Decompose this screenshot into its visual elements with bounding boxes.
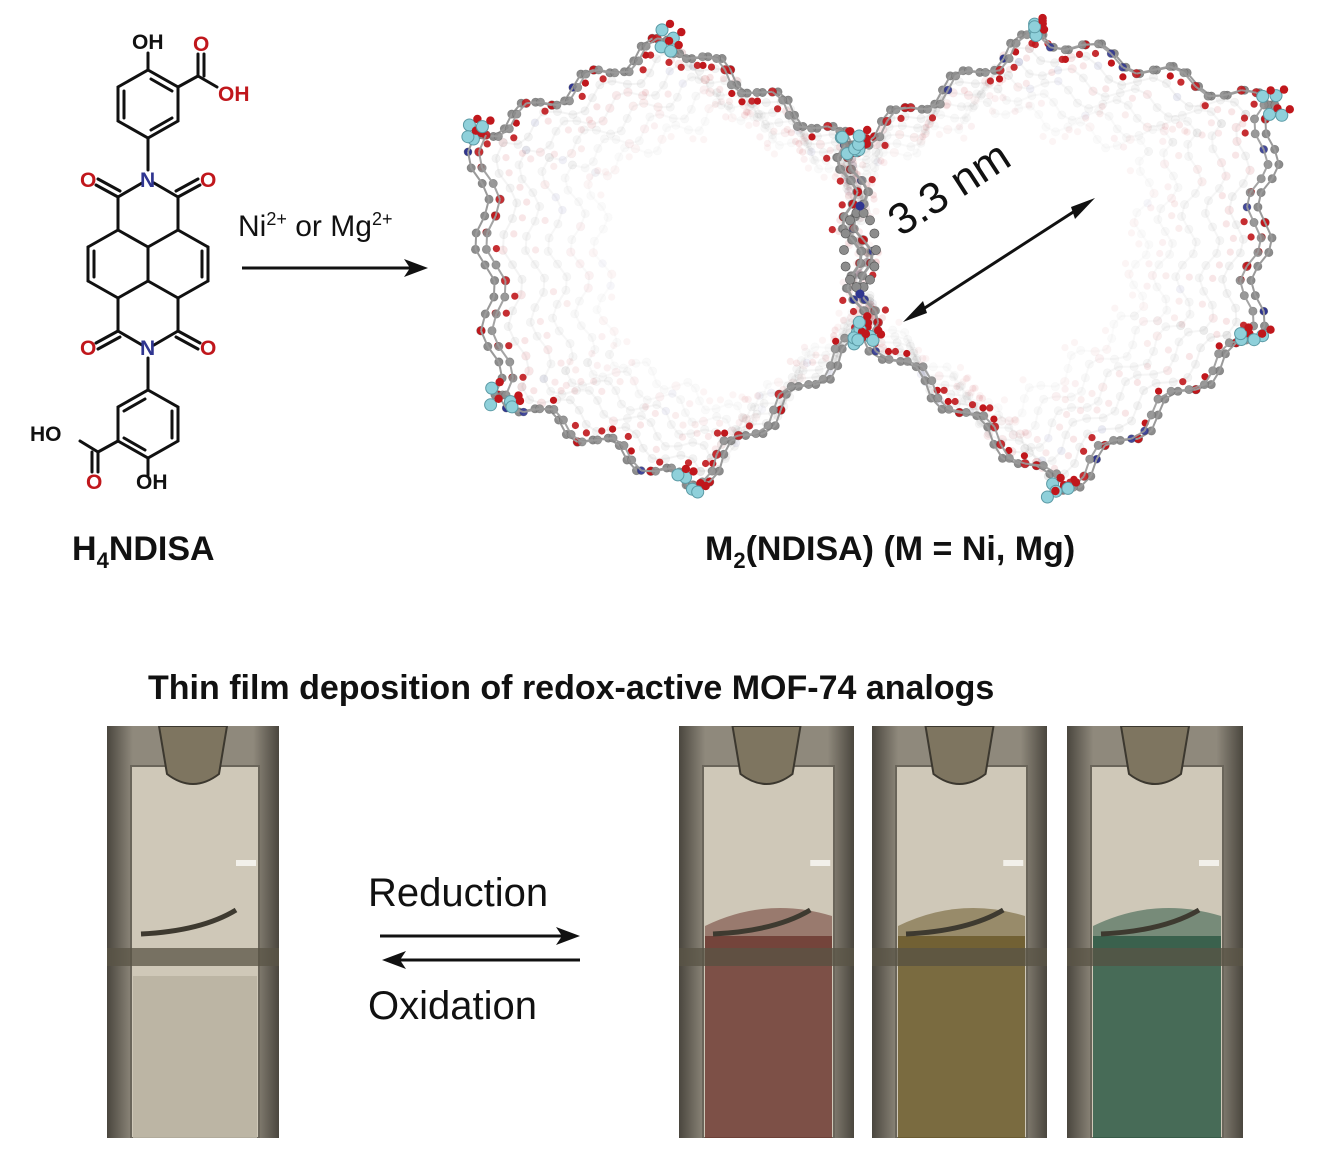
redox-equilibrium-arrows <box>380 927 580 969</box>
photo-film-reduced-red <box>679 726 854 1138</box>
section-title: Thin film deposition of redox-active MOF… <box>148 669 995 707</box>
atom-o-imide-top-left: O <box>80 169 97 192</box>
film-red-image <box>679 726 854 1138</box>
atom-o-imide-top-right: O <box>200 169 217 192</box>
pore-size-arrow <box>903 198 1095 322</box>
reaction-conditions: Ni2+ or Mg2+ <box>238 209 393 243</box>
mof-framework-illustration <box>461 13 1294 504</box>
atom-oh-bottom: OH <box>136 471 168 494</box>
film-yellow-image <box>872 726 1047 1138</box>
atom-oh-acid-top: OH <box>218 83 250 106</box>
ligand-bonds <box>78 51 219 477</box>
ligand-structure: OH O OH N O O N O O HO O OH <box>20 20 280 580</box>
atom-ho-bottom: HO <box>30 423 62 446</box>
photo-film-oxidized <box>107 726 279 1138</box>
atom-n-bottom: N <box>140 337 156 360</box>
film-oxidized-image <box>107 726 279 1138</box>
atom-oh-top: OH <box>132 31 164 54</box>
atom-o-acid-bottom: O <box>86 471 103 494</box>
atom-n-top: N <box>140 169 156 192</box>
oxidation-label: Oxidation <box>368 984 537 1028</box>
atom-o-imide-bottom-left: O <box>80 337 97 360</box>
reaction-arrow <box>242 259 428 277</box>
atom-o-acid-top: O <box>193 33 210 56</box>
ligand-name: H4NDISA <box>72 530 215 573</box>
photo-film-reduced-green <box>1067 726 1243 1138</box>
photo-film-reduced-yellow <box>872 726 1047 1138</box>
atom-o-imide-bottom-right: O <box>200 337 217 360</box>
film-green-image <box>1067 726 1243 1138</box>
reduction-label: Reduction <box>368 871 549 915</box>
framework-name: M2(NDISA) (M = Ni, Mg) <box>705 530 1076 573</box>
